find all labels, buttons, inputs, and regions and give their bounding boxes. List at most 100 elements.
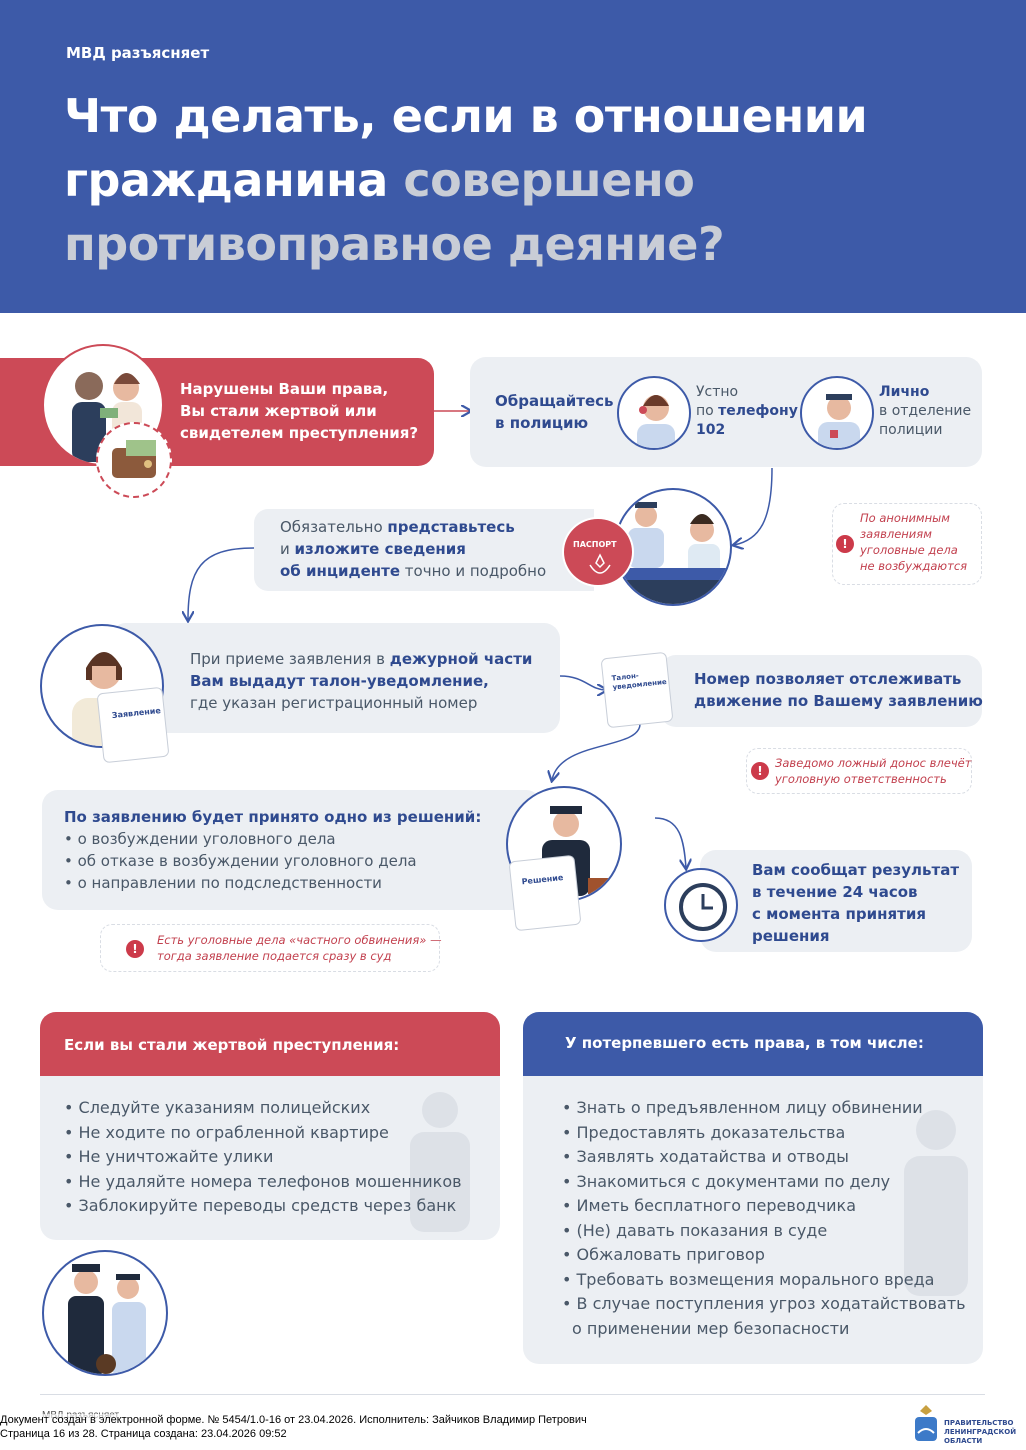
victim-tip-item: • Следуйте указаниям полицейских: [64, 1098, 371, 1117]
title-line-1: Что делать, если в отношении: [64, 89, 868, 143]
statement-doc-label: Заявление: [111, 706, 162, 721]
introduce-line-1: Обязательно представьтесь: [280, 516, 546, 538]
introduce-line-3: об инциденте точно и подробно: [280, 560, 546, 582]
anonymous-note: По анонимным заявлениям уголовные дела н…: [860, 510, 967, 574]
warning-icon: !: [836, 535, 854, 553]
contact-police-label: Обращайтесь в полицию: [495, 390, 614, 434]
officer-watermark-icon: [410, 1092, 470, 1232]
operator-avatar: [617, 376, 691, 450]
victim-tip-item: • Не ходите по ограбленной квартире: [64, 1122, 389, 1142]
decision-item: • о возбуждении уголовного дела: [64, 830, 336, 848]
statement-line-1: При приеме заявления в дежурной части: [190, 648, 532, 670]
victim-question-line-1: Нарушены Ваши права,: [180, 380, 389, 398]
victim-card-heading: Если вы стали жертвой преступления:: [64, 1036, 400, 1054]
decisions-list: • о возбуждении уголовного дела • об отк…: [64, 828, 417, 894]
anonymous-note-line-3: уголовные дела: [860, 543, 958, 557]
flow-connectors: [0, 0, 773, 1000]
gov-label-line-2: ЛЕНИНГРАДСКОЙ: [944, 1428, 1017, 1436]
visit-line-3: полиции: [879, 422, 943, 438]
decision-item: • об отказе в возбуждении уголовного дел…: [64, 852, 417, 870]
police-pair-illustration: [42, 1250, 168, 1376]
tracking-text: Номер позволяет отслеживать движение по …: [694, 668, 983, 712]
warning-icon: !: [751, 762, 769, 780]
clock-icon: [679, 883, 727, 931]
header-kicker: МВД разъясняет: [66, 44, 210, 62]
visit-line-1: Лично: [879, 384, 930, 400]
woman-watermark-icon: [904, 1110, 968, 1296]
false-report-line-2: уголовную ответственность: [775, 772, 947, 786]
phone-line-2-bold: телефону: [718, 403, 798, 419]
result-line-4: решения: [752, 927, 830, 945]
introduce-line-1-b: представьтесь: [387, 518, 515, 536]
private-charge-line-2: тогда заявление подается сразу в суд: [157, 949, 392, 963]
result-box: [700, 850, 972, 952]
victim-card-header: [40, 1012, 500, 1076]
right-item: • Предоставлять доказательства: [562, 1122, 846, 1142]
victim-tip-item: • Не уничтожайте улики: [64, 1147, 274, 1166]
false-report-note-frame: [746, 748, 972, 794]
title-line-2: гражданина совершено: [64, 148, 984, 212]
introduce-box: [254, 509, 594, 591]
phone-line-2-prefix: по: [696, 403, 719, 419]
introduce-line-3-a: об инциденте: [280, 562, 401, 580]
victim-tip-item: • Заблокируйте переводы средств через ба…: [64, 1196, 457, 1215]
passport-label: ПАСПОРТ: [573, 540, 617, 549]
phone-contact-text: Устно по телефону 102: [696, 383, 798, 440]
false-report-line-1: Заведомо ложный донос влечёт: [775, 756, 972, 770]
right-item: • Знать о предъявленном лицу обвинении: [562, 1098, 923, 1117]
victim-card-list: • Следуйте указаниям полицейских • Не хо…: [64, 1096, 462, 1219]
phone-line-1: Устно: [696, 384, 739, 400]
result-line-1: Вам сообщат результат: [752, 861, 960, 879]
tracking-box: [660, 655, 982, 727]
passport-icon: ПАСПОРТ: [562, 517, 634, 587]
rights-card-list: • Знать о предъявленном лицу обвинении •…: [562, 1096, 966, 1341]
phone-line-2: по телефону: [696, 402, 798, 421]
document-stamp-line-1: Документ создан в электронной форме. № 5…: [0, 1414, 587, 1426]
title-line-3: противоправное деяние?: [64, 217, 725, 271]
right-item: • Обжаловать приговор: [562, 1245, 765, 1264]
wallet-illustration: [96, 422, 172, 498]
visit-line-2: в отделение: [879, 403, 972, 419]
right-item: • В случае поступления угроз ходатайство…: [562, 1294, 966, 1313]
statement-line-3: где указан регистрационный номер: [190, 694, 478, 712]
contact-police-line-1: Обращайтесь: [495, 392, 614, 410]
statement-line-1-a: При приеме заявления в: [190, 650, 390, 668]
police-officer-icon: [818, 394, 860, 448]
introduce-line-2-b: изложите сведения: [294, 540, 466, 558]
footer-divider: [40, 1394, 985, 1395]
private-charge-note: Есть уголовные дела «частного обвинения»…: [157, 932, 442, 964]
contact-police-box: [470, 357, 982, 467]
header-banner: [0, 0, 1026, 313]
visit-contact-text: Лично в отделение полиции: [879, 383, 971, 440]
gov-emblem-icon: [912, 1403, 940, 1445]
introduce-text: Обязательно представьтесь и изложите све…: [280, 516, 546, 582]
rights-card-header: [523, 1012, 983, 1076]
anonymous-note-line-2: заявлениям: [860, 527, 932, 541]
headset-operator-icon: [637, 395, 675, 448]
emblem-icon: [589, 553, 611, 574]
statement-document: Заявление: [96, 686, 170, 764]
coat-of-arms-icon: [915, 1405, 937, 1441]
clock-avatar: [664, 868, 738, 942]
anonymous-note-line-4: не возбуждаются: [860, 559, 968, 573]
statement-box: [110, 623, 560, 733]
private-charge-note-frame: [100, 924, 440, 972]
gov-label: ПРАВИТЕЛЬСТВО ЛЕНИНГРАДСКОЙ ОБЛАСТИ: [944, 1419, 1016, 1446]
gov-label-line-1: ПРАВИТЕЛЬСТВО: [944, 1419, 1014, 1427]
officer-avatar: [800, 376, 874, 450]
result-text: Вам сообщат результат в течение 24 часов…: [752, 859, 959, 947]
ticket-document: Талон-уведомление: [600, 651, 674, 729]
victim-question-line-2: Вы стали жертвой или: [180, 402, 377, 420]
right-item-continuation: о применении мер безопасности: [572, 1318, 850, 1338]
introduce-line-3-b: точно и подробно: [400, 562, 547, 580]
decision-document: Решение: [508, 854, 582, 932]
introduce-line-2-a: и: [280, 540, 295, 558]
rights-card-heading: У потерпевшего есть права, в том числе:: [565, 1034, 924, 1052]
anonymous-note-line-1: По анонимным: [860, 511, 950, 525]
statement-line-1-b: дежурной части: [389, 650, 533, 668]
anonymous-note-frame: [832, 503, 982, 585]
document-stamp-line-2: Страница 16 из 28. Страница создана: 23.…: [0, 1428, 287, 1440]
title-line-2-grey: совершено: [403, 153, 695, 207]
contact-police-line-2: в полицию: [495, 414, 589, 432]
introduce-line-2: и изложите сведения: [280, 538, 546, 560]
